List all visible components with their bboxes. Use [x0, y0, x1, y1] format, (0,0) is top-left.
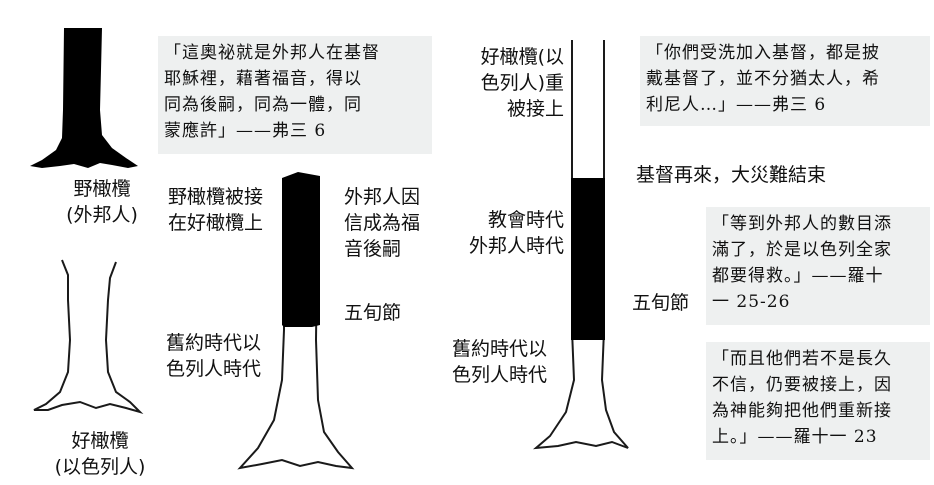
quote-line: 上。」——羅十一 23 — [712, 427, 878, 447]
quote-line: 蒙應許」——弗三 6 — [164, 121, 327, 141]
quote-line: 不信，仍要被接上，因 — [712, 375, 892, 395]
quote-line: 一 25-26 — [712, 292, 791, 312]
label-line: 音後嗣 — [344, 238, 402, 260]
quote-line: 同為後嗣，同為一體，同 — [164, 95, 362, 115]
label-line: (以色列人) — [54, 456, 146, 478]
label-line: 外邦人因 — [344, 186, 421, 208]
quote-line: 「而且他們若不是長久 — [712, 349, 892, 369]
wild-olive-label: 野橄欖 (外邦人) — [52, 176, 152, 228]
middle-trunk-black — [282, 172, 320, 327]
grafted-label: 野橄欖被接 在好橄欖上 — [168, 184, 263, 236]
right-trunk-black — [571, 178, 605, 340]
label-line: 舊約時代以 — [452, 338, 548, 360]
quote-line: 利尼人…」——弗三 6 — [646, 95, 827, 115]
gentile-heirs-label: 外邦人因 信成為福 音後嗣 — [344, 184, 420, 262]
pentecost-label-middle: 五旬節 — [344, 302, 402, 324]
label-line: 舊約時代以 — [166, 332, 262, 354]
good-olive-trunk — [33, 259, 144, 415]
good-olive-label: 好橄欖 (以色列人) — [40, 428, 160, 480]
quote-box-rom-25: 「等到外邦人的數目添 滿了，於是以色列全家 都要得救。」——羅十 一 25-26 — [706, 207, 930, 325]
quote-box-eph: 「這奧祕就是外邦人在基督 耶穌裡，藉著福音，得以 同為後嗣，同為一體，同 蒙應許… — [158, 36, 432, 154]
label-line: 好橄欖 — [71, 430, 129, 452]
label-line: 信成為福 — [344, 212, 421, 234]
label-line: 色列人)重 — [480, 72, 564, 94]
quote-line: 為神能夠把他們重新接 — [712, 401, 892, 421]
label-line: 好橄欖(以 — [480, 46, 564, 68]
quote-line: 耶穌裡，藉著福音，得以 — [164, 69, 362, 89]
quote-line: 滿了，於是以色列全家 — [712, 240, 892, 260]
label-line: 教會時代 — [487, 209, 564, 231]
label-line: 被接上 — [506, 98, 564, 120]
ot-israel-label-right: 舊約時代以 色列人時代 — [452, 336, 547, 388]
label-line: 野橄欖被接 — [168, 186, 264, 208]
label-line: 野橄欖 — [73, 178, 131, 200]
quote-line: 戴基督了，並不分猶太人，希 — [646, 69, 880, 89]
quote-line: 都要得救。」——羅十 — [712, 266, 884, 286]
second-coming-label: 基督再來，大災難結束 — [636, 164, 827, 186]
label-line: (外邦人) — [66, 204, 138, 226]
pentecost-label-right: 五旬節 — [632, 292, 690, 314]
regrafted-label: 好橄欖(以 色列人)重 被接上 — [460, 44, 564, 122]
label-line: 外邦人時代 — [468, 235, 564, 257]
label-line: 在好橄欖上 — [168, 212, 264, 234]
label-line: 色列人時代 — [166, 358, 262, 380]
quote-line: 「等到外邦人的數目添 — [712, 214, 892, 234]
wild-olive-trunk — [30, 28, 138, 168]
church-age-label: 教會時代 外邦人時代 — [450, 207, 564, 259]
quote-line: 「你們受洗加入基督，都是披 — [646, 43, 880, 63]
quote-line: 「這奧祕就是外邦人在基督 — [164, 43, 380, 63]
ot-israel-label-middle: 舊約時代以 色列人時代 — [166, 330, 261, 382]
quote-box-rom-23: 「而且他們若不是長久 不信，仍要被接上，因 為神能夠把他們重新接 上。」——羅十… — [706, 342, 930, 460]
label-line: 色列人時代 — [452, 364, 548, 386]
quote-box-gal: 「你們受洗加入基督，都是披 戴基督了，並不分猶太人，希 利尼人…」——弗三 6 — [640, 36, 930, 126]
